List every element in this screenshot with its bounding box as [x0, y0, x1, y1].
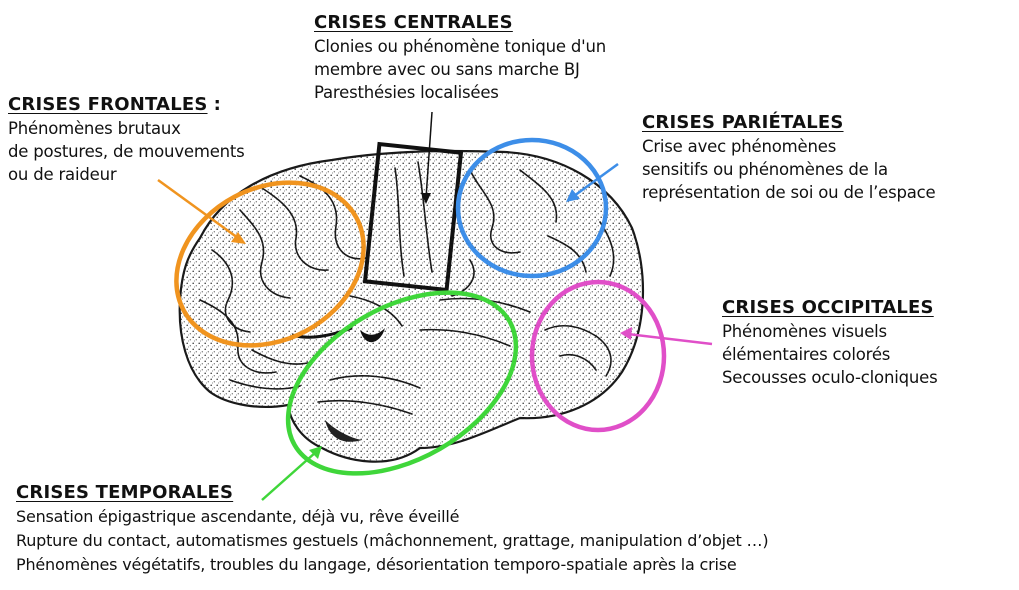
frontal-line-2: de postures, de mouvements: [8, 140, 245, 163]
frontal-line-1: Phénomènes brutaux: [8, 117, 245, 140]
parietal-title: CRISES PARIÉTALES: [642, 110, 936, 135]
frontal-title: CRISES FRONTALES: [8, 94, 208, 115]
central-line-1: Clonies ou phénomène tonique d'un: [314, 35, 606, 58]
occipital-line-1: Phénomènes visuels: [722, 320, 937, 343]
central-line-3: Paresthésies localisées: [314, 81, 606, 104]
occipital-crisis-block: CRISES OCCIPITALES Phénomènes visuels él…: [722, 295, 937, 389]
temporal-line-2: Rupture du contact, automatismes gestuel…: [16, 529, 768, 553]
frontal-line-3: ou de raideur: [8, 163, 245, 186]
central-crisis-block: CRISES CENTRALES Clonies ou phénomène to…: [314, 10, 606, 104]
temporal-line-1: Sensation épigastrique ascendante, déjà …: [16, 505, 768, 529]
frontal-title-suffix: :: [208, 94, 221, 115]
frontal-crisis-block: CRISES FRONTALES : Phénomènes brutaux de…: [8, 92, 245, 186]
parietal-crisis-block: CRISES PARIÉTALES Crise avec phénomènes …: [642, 110, 936, 204]
central-title: CRISES CENTRALES: [314, 10, 606, 35]
parietal-line-2: sensitifs ou phénomènes de la: [642, 158, 936, 181]
temporal-line-3: Phénomènes végétatifs, troubles du langa…: [16, 553, 768, 577]
occipital-title: CRISES OCCIPITALES: [722, 295, 937, 320]
temporal-title: CRISES TEMPORALES: [16, 480, 768, 505]
occipital-line-3: Secousses oculo-cloniques: [722, 366, 937, 389]
parietal-line-3: représentation de soi ou de l’espace: [642, 181, 936, 204]
occipital-line-2: élémentaires colorés: [722, 343, 937, 366]
parietal-line-1: Crise avec phénomènes: [642, 135, 936, 158]
temporal-crisis-block: CRISES TEMPORALES Sensation épigastrique…: [16, 480, 768, 577]
central-line-2: membre avec ou sans marche BJ: [314, 58, 606, 81]
